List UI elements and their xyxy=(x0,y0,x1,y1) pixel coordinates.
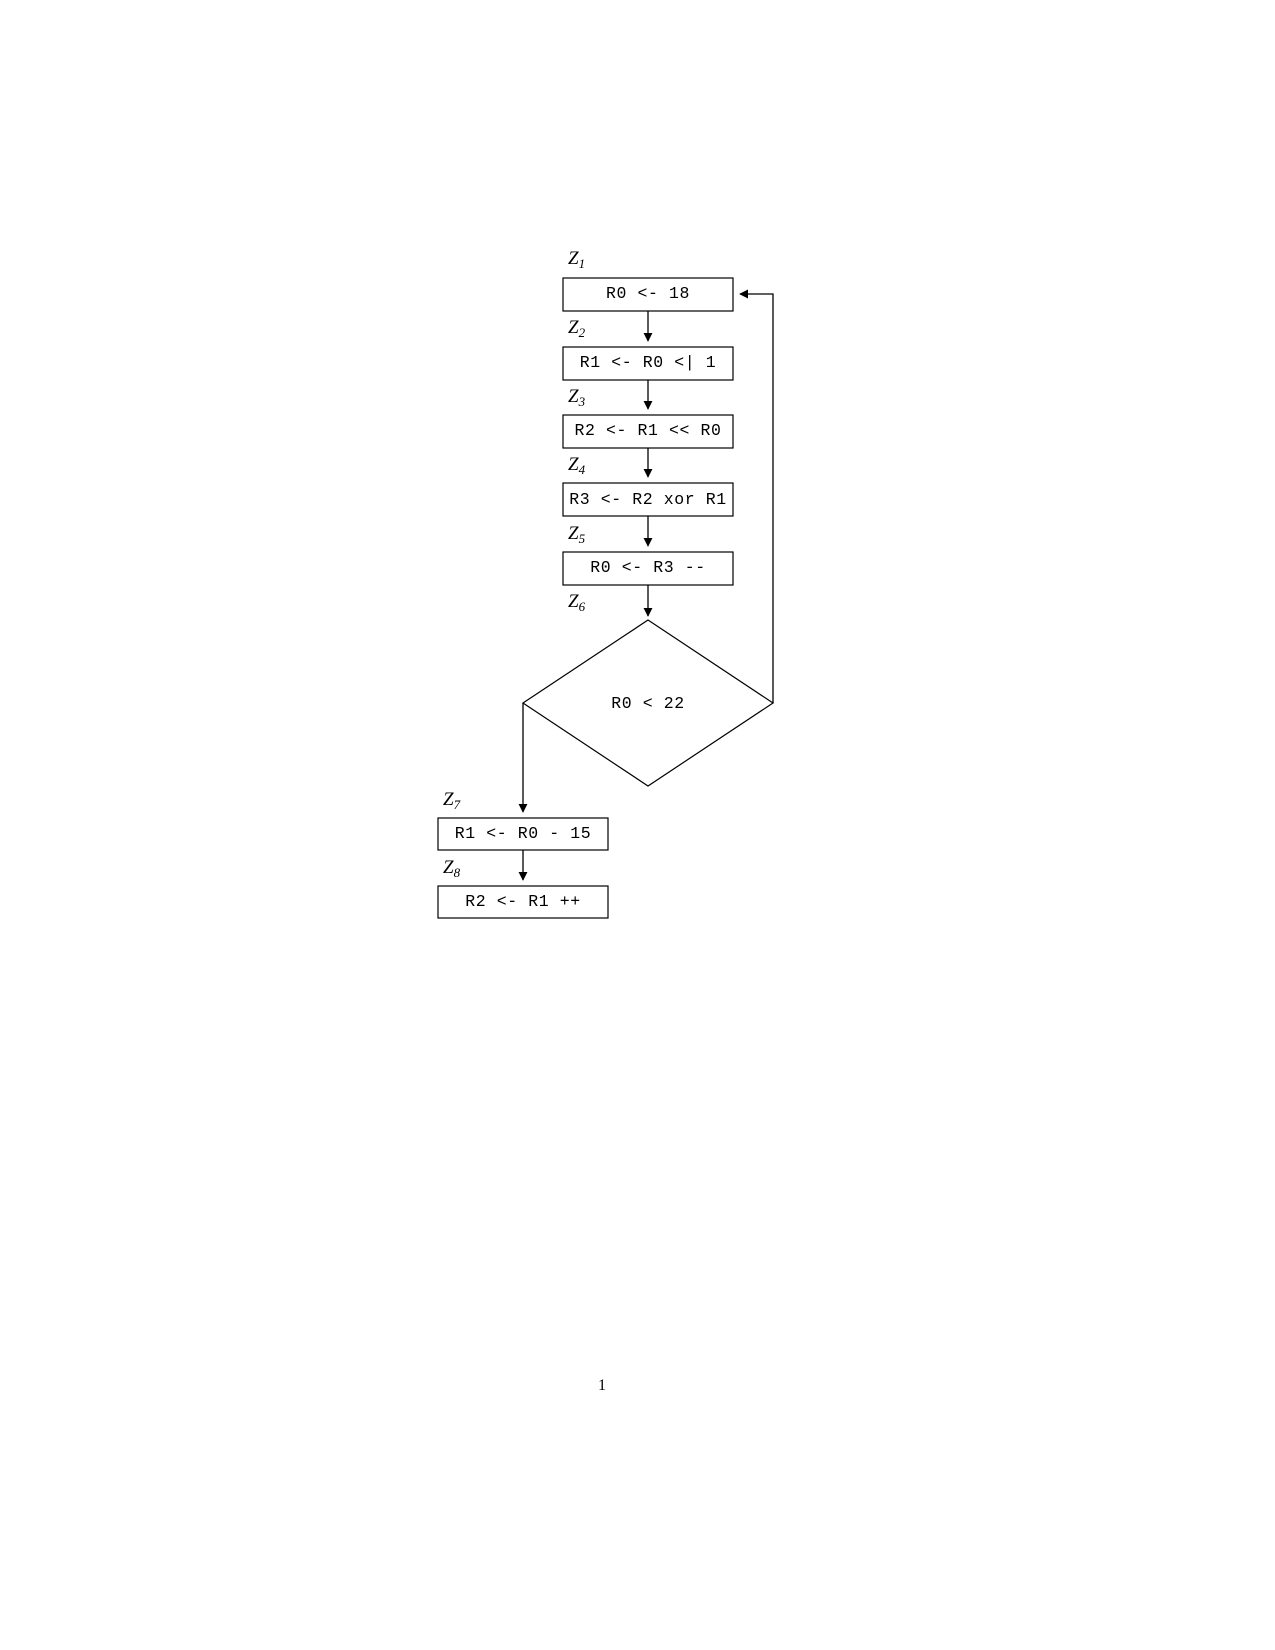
node-label-z2-letter: Z xyxy=(568,317,579,338)
node-label-z4-sub: 4 xyxy=(578,462,586,477)
node-label-z1-letter: Z xyxy=(568,248,579,269)
node-z1-box xyxy=(562,277,734,312)
page-number: 1 xyxy=(598,1377,606,1394)
node-z2-box xyxy=(562,346,734,381)
node-z8-box xyxy=(437,885,609,919)
node-label-z7-letter: Z xyxy=(443,789,454,810)
node-label-z6-letter: Z xyxy=(568,591,579,612)
node-label-z7: Z7 xyxy=(443,789,461,812)
node-z2-text: R1 <- R0 <| 1 xyxy=(579,353,717,372)
node-z8-text: R2 <- R1 ++ xyxy=(465,892,581,911)
node-label-z5: Z5 xyxy=(568,523,586,546)
node-label-z1-sub: 1 xyxy=(578,256,586,271)
node-label-z5-letter: Z xyxy=(568,523,579,544)
node-label-z4-letter: Z xyxy=(568,454,579,475)
node-z4-text: R3 <- R2 xor R1 xyxy=(569,490,727,509)
node-z3-box xyxy=(562,414,734,449)
node-label-z6-sub: 6 xyxy=(578,599,586,614)
node-label-z8-sub: 8 xyxy=(453,865,461,880)
node-label-z7-sub: 7 xyxy=(453,797,461,812)
node-z3-text: R2 <- R1 << R0 xyxy=(574,421,722,440)
node-z6-diamond xyxy=(521,619,775,787)
node-label-z8: Z8 xyxy=(443,857,461,880)
node-label-z5-sub: 5 xyxy=(578,531,586,546)
node-label-z4: Z4 xyxy=(568,454,586,477)
node-z7-box xyxy=(437,817,609,851)
node-z5-text: R0 <- R3 -- xyxy=(590,558,706,577)
node-z4-box xyxy=(562,482,734,517)
node-z1-text: R0 <- 18 xyxy=(605,284,690,303)
node-label-z2-sub: 2 xyxy=(578,325,586,340)
node-label-z3-letter: Z xyxy=(568,386,579,407)
node-label-z2: Z2 xyxy=(568,317,586,340)
node-label-z3: Z3 xyxy=(568,386,586,409)
edge-z6-z1-backedge xyxy=(739,289,774,703)
node-label-z3-sub: 3 xyxy=(578,394,586,409)
node-z6-text: R0 < 22 xyxy=(611,694,685,713)
node-label-z6: Z6 xyxy=(568,591,586,614)
node-label-z1: Z1 xyxy=(568,248,586,271)
node-label-z8-letter: Z xyxy=(443,857,454,878)
node-z7-text: R1 <- R0 - 15 xyxy=(454,824,592,843)
